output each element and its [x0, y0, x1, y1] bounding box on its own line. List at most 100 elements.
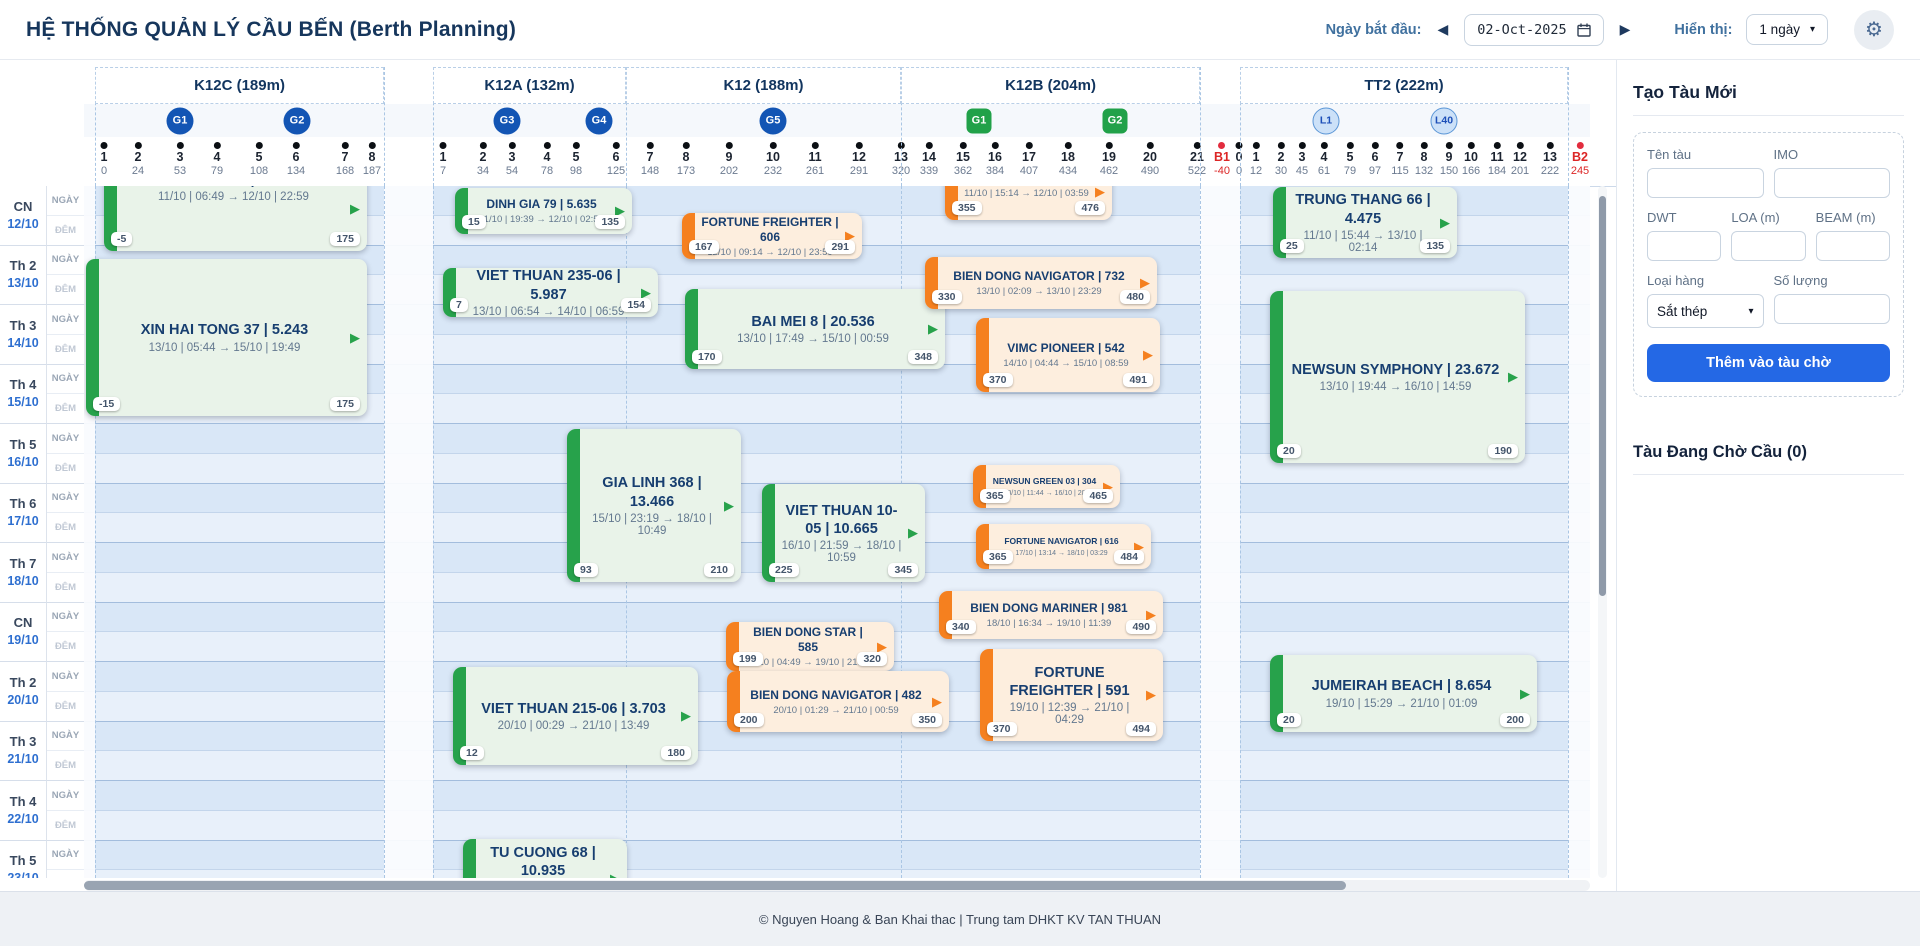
mooring-end-badge: 190 [1488, 444, 1518, 458]
imo-input[interactable] [1773, 168, 1890, 198]
bollard-dot [925, 142, 933, 149]
crane-marker-g5[interactable]: G5 [759, 107, 787, 134]
bollard-meter: 30 [1274, 165, 1288, 177]
bollard-number: 5 [572, 150, 580, 164]
bollard-number: 1 [439, 150, 447, 164]
crane-marker-g4[interactable]: G4 [585, 107, 613, 134]
horizontal-scrollbar[interactable] [84, 880, 1590, 891]
start-date-value: 02-Oct-2025 [1477, 21, 1567, 38]
mooring-start-badge: 370 [987, 722, 1017, 736]
bollard-meter: 407 [1019, 165, 1039, 177]
ship-color-bar [453, 667, 466, 765]
shift-night-label: ĐÊM [47, 751, 84, 781]
berth-boundary-line [1200, 67, 1201, 186]
crane-marker-l1[interactable]: L1 [1312, 107, 1340, 134]
ship-time: 19/10 | 12:39 → 21/10 | 04:29 [1009, 702, 1130, 727]
settings-button[interactable]: ⚙ [1854, 9, 1894, 50]
ship-name: BIEN DONG NAVIGATOR | 732 [953, 269, 1125, 283]
start-date-input[interactable]: 02-Oct-2025 [1464, 13, 1604, 46]
mooring-start-badge: 170 [692, 350, 722, 364]
add-to-waiting-button[interactable]: Thêm vào tàu chờ [1647, 344, 1890, 382]
bollard-meter: 434 [1058, 165, 1078, 177]
shift-day-label: NGÀY [47, 246, 84, 276]
cargo-type-select[interactable]: Sắt thép ▾ [1647, 294, 1764, 328]
bollard-meter: 24 [131, 165, 145, 177]
ship-name-input[interactable] [1647, 168, 1764, 198]
ship-time: 20/10 | 00:29 → 21/10 | 13:49 [497, 720, 650, 733]
crane-marker-g1[interactable]: G1 [966, 108, 992, 133]
crane-marker-g2[interactable]: G2 [1102, 108, 1128, 133]
calendar-icon[interactable] [1576, 23, 1591, 37]
bollard-meter: 79 [210, 165, 224, 177]
vertical-scrollbar[interactable] [1598, 186, 1607, 878]
play-icon: ▶ [681, 708, 691, 723]
crane-marker-l40[interactable]: L40 [1430, 107, 1458, 134]
ship-card[interactable]: TU CUONG 68 | 10.935▶ [463, 839, 627, 878]
bollard-meter: 97 [1368, 165, 1382, 177]
ship-time: 13/10 | 02:09 → 13/10 | 23:29 [976, 286, 1102, 297]
row-stripe-day [84, 781, 1590, 811]
beam-input[interactable] [1815, 231, 1890, 261]
mooring-end-badge: 491 [1123, 373, 1153, 387]
vertical-scrollbar-thumb[interactable] [1599, 196, 1606, 596]
prev-day-button[interactable]: ◀ [1433, 17, 1452, 42]
shift-day-label: NGÀY [47, 662, 84, 692]
play-icon: ▶ [1140, 275, 1150, 290]
shift-day-label: NGÀY [47, 305, 84, 335]
day-date: 22/10 [7, 811, 39, 826]
loa-input[interactable] [1731, 231, 1806, 261]
bollard-dot [1546, 142, 1554, 149]
bollard-number: 19 [1102, 150, 1116, 164]
ship-name: GIA LINH 368 | 13.466 [602, 475, 702, 510]
play-icon: ▶ [610, 871, 620, 878]
horizontal-scrollbar-thumb[interactable] [84, 881, 1346, 890]
display-select[interactable]: 1 ngày ▾ [1746, 14, 1828, 45]
top-bar: HỆ THỐNG QUẢN LÝ CẦU BẾN (Berth Planning… [0, 0, 1920, 60]
ship-name: VIET THUAN 10-05 | 10.665 [785, 502, 898, 537]
crane-marker-g2[interactable]: G2 [283, 107, 311, 134]
bollard-dot [725, 142, 733, 149]
crane-marker-g1[interactable]: G1 [166, 107, 194, 134]
next-day-button[interactable]: ▶ [1616, 17, 1635, 42]
bollard-meter: 168 [335, 165, 355, 177]
quantity-input[interactable] [1773, 294, 1890, 324]
mooring-end-badge: 135 [1420, 239, 1450, 253]
ship-card[interactable]: BIEN DONG NAVIGATOR | 732 13/10 | 02:09 →… [925, 257, 1157, 309]
bollard-meter: 232 [763, 165, 783, 177]
dwt-input[interactable] [1647, 231, 1722, 261]
ship-name: NEWSUN GREEN 03 | 304 [992, 476, 1097, 487]
ship-time: 18/10 | 16:34 → 19/10 | 11:39 [986, 618, 1112, 629]
crane-marker-g3[interactable]: G3 [493, 107, 521, 134]
